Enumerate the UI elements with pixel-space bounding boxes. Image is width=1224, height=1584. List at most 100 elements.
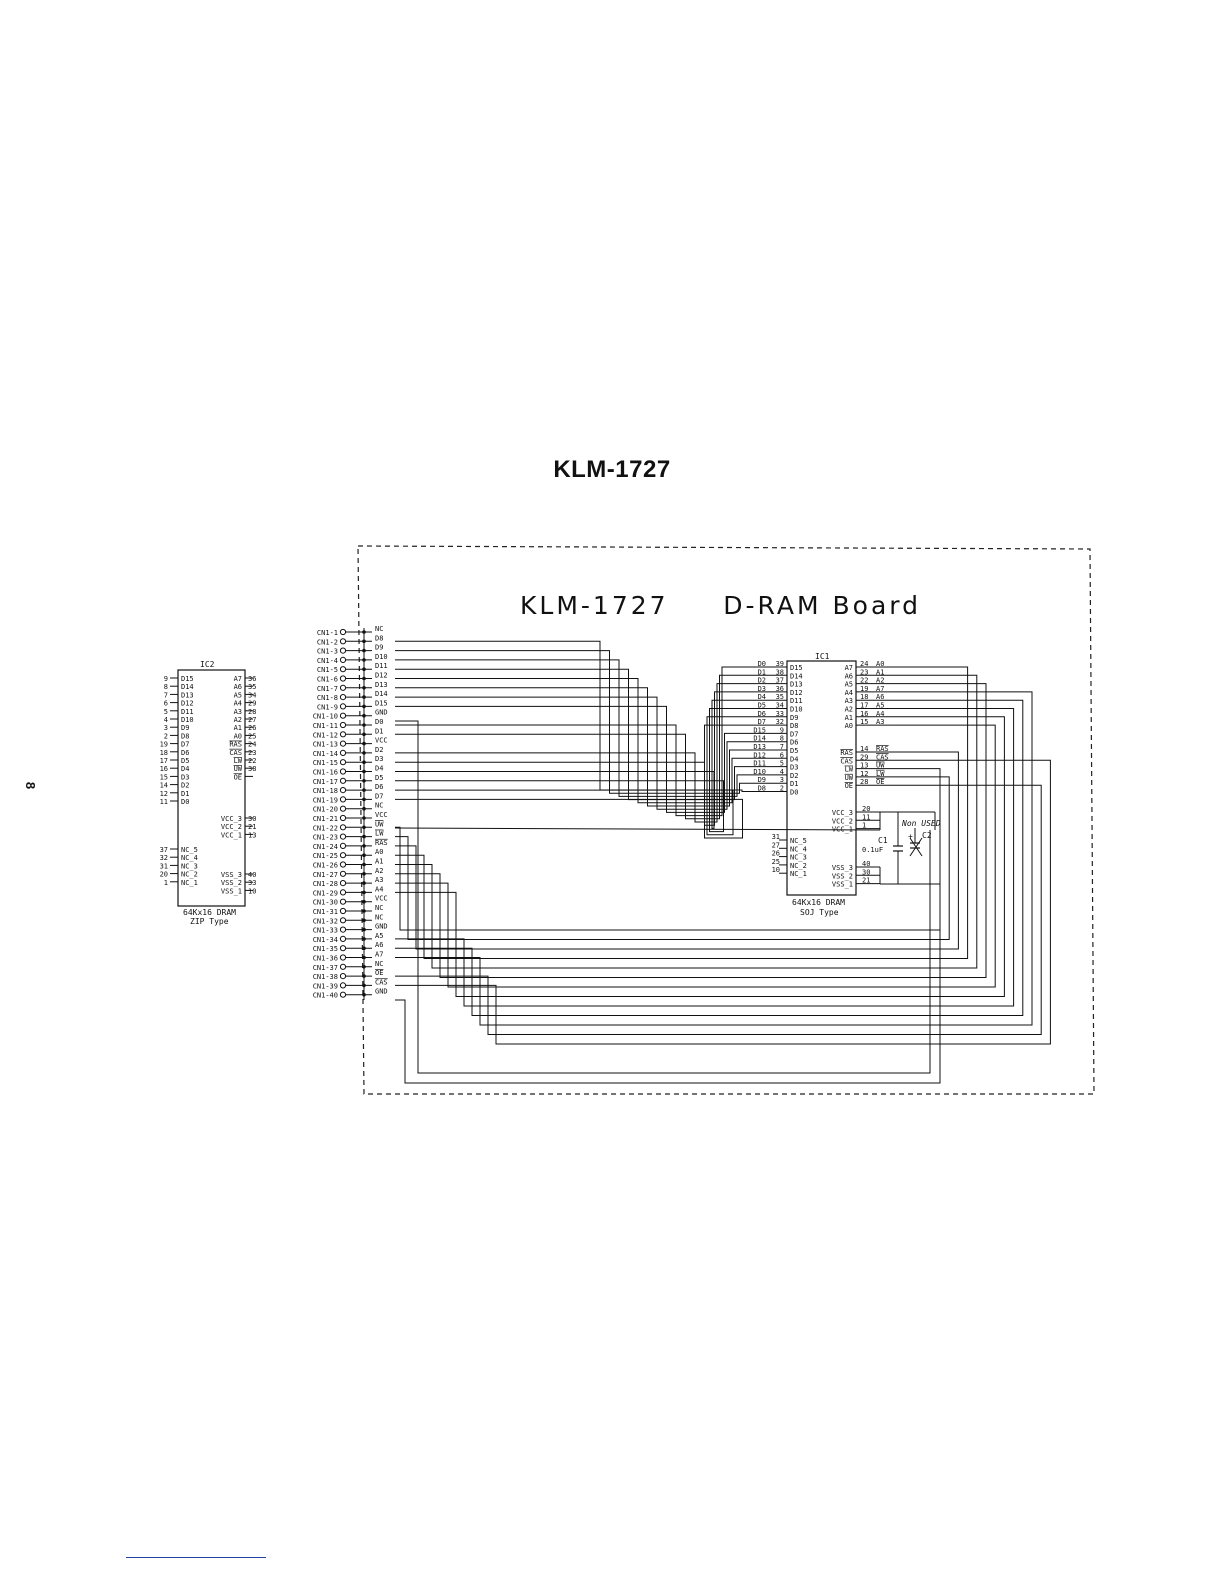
connector-signal-label: NC: [375, 625, 383, 633]
connector-signal-label: D13: [375, 681, 388, 689]
connector-pin-circle: [339, 963, 347, 970]
ic2-pin-name: D12: [181, 700, 194, 708]
ic1-pin-number: 37: [776, 677, 784, 685]
connector-junction-dot: [362, 779, 366, 783]
ic2-pin-name: D7: [181, 741, 189, 749]
ic2-label: IC2: [200, 660, 215, 669]
ic2-pin-number: 23: [248, 749, 256, 757]
connector-pin-circle: [339, 712, 347, 719]
connector-signal-label: D7: [375, 792, 383, 800]
ic1-pin-name: D2: [790, 772, 798, 780]
wire-data-net: [395, 724, 752, 839]
ic2-pin-name: D6: [181, 749, 189, 757]
ic2-pin-name: A3: [234, 708, 242, 716]
connector-junction-dot: [362, 974, 366, 978]
connector-pin-label: CN1-35: [313, 945, 338, 953]
connector-pin-circle: [339, 870, 347, 877]
ic1-pin-name: VSS_2: [832, 872, 853, 880]
ic1-pin-net: D14: [753, 735, 766, 743]
connector-signal-label: D8: [375, 634, 383, 642]
ic1-pin-number: 8: [780, 735, 784, 743]
connector-pin-label: CN1-33: [313, 927, 338, 935]
wire-address-net: [395, 768, 941, 931]
connector-signal-label: A2: [375, 867, 383, 875]
capacitor-group: Non USED C1 0.1uF C2 +: [862, 811, 941, 885]
ic1-pin-number: 12: [860, 770, 868, 778]
connector-pin-circle: [339, 907, 347, 915]
ic1-pin-net: D5: [758, 702, 766, 710]
ic2-pin-name: D14: [181, 683, 194, 691]
ic2-pin-name: VCC_2: [221, 823, 242, 831]
ic2-pin-name: NC_2: [181, 871, 198, 879]
ic1-pin-number: 2: [780, 785, 784, 793]
ic1-pin-name: VCC_3: [832, 809, 853, 817]
wire-address-net: [395, 724, 996, 988]
connector-junction-dot: [362, 881, 366, 885]
connector-pin-label: CN1-12: [313, 731, 338, 739]
connector-signal-label: UW: [375, 820, 384, 828]
connector-pin-label: CN1-27: [313, 871, 338, 879]
connector-pin-circle: [339, 898, 347, 905]
ic2-pin-name: D15: [181, 675, 194, 683]
ic1-pin-number: 11: [862, 813, 870, 821]
connector-pin-circle: [339, 982, 347, 989]
ic2-pin-name: D9: [181, 724, 189, 732]
ic2-pin-name: A7: [234, 675, 242, 683]
connector-pin-label: CN1-4: [317, 657, 338, 665]
ic1-pin-number: 6: [780, 751, 784, 759]
connector-pin-label: CN1-34: [313, 936, 338, 944]
connector-junction-dot: [362, 927, 366, 932]
connector-junction-dot: [362, 872, 366, 876]
wire-address-net: [395, 751, 959, 950]
ic1-pin-name: D15: [790, 664, 803, 672]
ic2-pin-name: D3: [181, 773, 189, 781]
connector-pin-circle: [339, 694, 347, 701]
ic1-pin-number: 25: [772, 858, 780, 866]
connector-junction-dot: [362, 723, 366, 727]
ic1-pin-number: 10: [772, 866, 780, 874]
connector-pin-label: CN1-7: [317, 685, 338, 693]
ic2-pin-name: LW: [234, 757, 243, 765]
connector-pin-circle: [339, 666, 347, 673]
ic1-pin-net: A0: [876, 660, 884, 668]
ic1-pin-net: D13: [753, 743, 766, 751]
connector-junction-dot: [362, 751, 366, 755]
ic1-pin-net: A6: [876, 693, 884, 701]
connector-pin-label: CN1-22: [313, 824, 338, 832]
connector-signal-label: A1: [375, 858, 383, 866]
connector-pin-circle: [339, 796, 347, 803]
connector-signal-label: NC: [375, 904, 383, 912]
connector-junction-dot: [362, 732, 366, 737]
ic1-pin-number: 7: [780, 743, 784, 751]
ic2-pin-name: A1: [234, 724, 242, 732]
ic1-pin-name: D12: [790, 689, 803, 697]
ic2-pin-name: UW: [234, 765, 243, 773]
ic2-pin-number: 20: [160, 871, 168, 879]
ic2-pin-number: 37: [160, 846, 168, 854]
connector-signal-label: NC: [375, 802, 383, 810]
connector-junction-dot: [362, 760, 366, 764]
connector-pin-circle: [339, 880, 347, 887]
connector-junction-dot: [362, 909, 366, 913]
ic1-pin-name: D8: [790, 722, 798, 730]
connector-pin-label: CN1-38: [313, 973, 338, 981]
connector-pin-label: CN1-8: [317, 694, 338, 702]
connector-pin-circle: [339, 824, 347, 831]
wire-address-net: [395, 699, 1024, 1016]
ic2-pin-number: 3: [164, 724, 168, 732]
ic1-pin-number: 18: [860, 693, 868, 701]
ic2-pin-number: 8: [164, 683, 168, 691]
ic2-pin-number: 10: [248, 887, 256, 895]
connector-signal-label: CAS: [375, 978, 388, 986]
connector-signal-label: A4: [375, 885, 383, 893]
ic1-pin-name: D9: [790, 714, 798, 722]
connector-pin-label: CN1-24: [313, 843, 338, 851]
connector-signal-label: D3: [375, 755, 383, 763]
ic1-pin-net: D2: [758, 677, 766, 685]
ic1-pin-net: A1: [876, 668, 884, 676]
wire-address-net: [395, 674, 978, 969]
wire-data-net: [395, 716, 752, 836]
connector-pin-circle: [339, 749, 347, 757]
